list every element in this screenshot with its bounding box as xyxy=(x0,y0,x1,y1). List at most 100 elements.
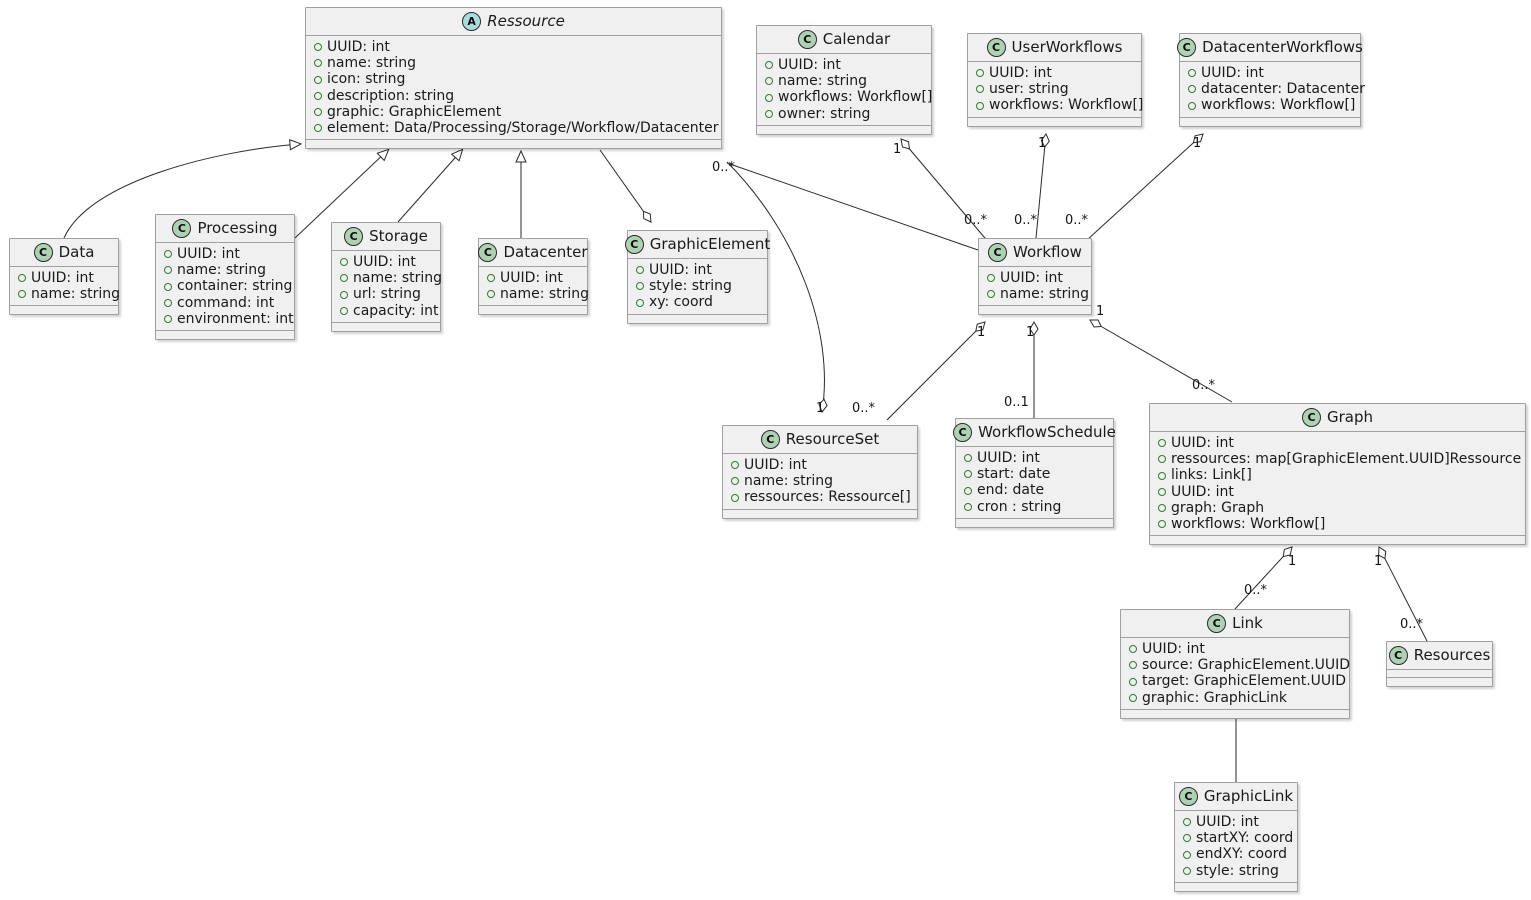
edge-multiplicity-workflow-graph-1: 1 xyxy=(1096,304,1105,319)
class-icon: C xyxy=(1178,787,1198,806)
class-icon: C xyxy=(478,243,498,262)
class-attribute: description: string xyxy=(314,88,715,104)
class-attribute: workflows: Workflow[] xyxy=(976,97,1143,113)
class-attribute: UUID: int xyxy=(964,450,1107,466)
public-visibility-icon xyxy=(1188,101,1196,110)
class-attribute: endXY: coord xyxy=(1183,846,1291,862)
class-name-ressource: Ressource xyxy=(487,12,565,30)
class-attribute-label: startXY: coord xyxy=(1196,830,1294,847)
public-visibility-icon xyxy=(1183,834,1191,843)
class-name-datacenterworkflows: DatacenterWorkflows xyxy=(1202,38,1363,56)
class-methods-resources xyxy=(1387,677,1492,686)
public-visibility-icon xyxy=(314,43,322,52)
class-attribute-label: UUID: int xyxy=(1171,435,1234,451)
public-visibility-icon xyxy=(964,486,972,495)
class-attribute: name: string xyxy=(340,270,442,286)
class-attribute: xy: coord xyxy=(636,294,761,310)
class-attribute: UUID: int xyxy=(340,254,434,270)
class-attribute-label: UUID: int xyxy=(989,65,1052,81)
class-attribute: UUID: int xyxy=(18,270,112,286)
class-attribute-label: name: string xyxy=(778,73,868,90)
class-icon: C xyxy=(1207,614,1227,633)
class-attribute-label: icon: string xyxy=(327,71,406,88)
class-attribute: ressources: map[GraphicElement.UUID]Ress… xyxy=(1158,451,1521,467)
class-attribute-label: name: string xyxy=(1000,286,1090,303)
class-attribute: cron : string xyxy=(964,499,1107,515)
class-attribute-label: capacity: int xyxy=(353,302,439,319)
edge-graph-link xyxy=(1234,546,1293,610)
class-attribute: name: string xyxy=(987,286,1089,302)
class-attribute: container: string xyxy=(164,278,292,294)
class-attribute-label: workflows: Workflow[] xyxy=(989,97,1144,114)
class-attribute-label: command: int xyxy=(177,294,275,311)
public-visibility-icon xyxy=(1188,69,1196,78)
class-methods-graphiclink xyxy=(1175,881,1297,891)
class-attribute-label: owner: string xyxy=(778,105,871,122)
public-visibility-icon xyxy=(164,314,172,323)
class-icon: C xyxy=(1177,38,1197,57)
public-visibility-icon xyxy=(1158,520,1166,529)
class-methods-userworkflows xyxy=(968,116,1141,126)
class-attribute-label: end: date xyxy=(977,482,1045,499)
class-name-resources: Resources xyxy=(1413,646,1491,664)
class-attribute-label: name: string xyxy=(500,286,590,303)
class-attribute-label: UUID: int xyxy=(31,270,94,286)
class-attribute: UUID: int xyxy=(1129,641,1343,657)
public-visibility-icon xyxy=(1158,471,1166,480)
class-attribute: url: string xyxy=(340,286,434,302)
class-name-graphiclink: GraphicLink xyxy=(1203,787,1294,805)
class-name-datacenter: Datacenter xyxy=(503,243,588,261)
class-attribute: startXY: coord xyxy=(1183,830,1294,847)
class-attribute: UUID: int xyxy=(987,270,1085,286)
public-visibility-icon xyxy=(976,101,984,110)
public-visibility-icon xyxy=(1183,850,1191,859)
class-methods-data xyxy=(10,305,118,315)
class-attribute-label: start: date xyxy=(977,466,1051,483)
class-attribute-label: datacenter: Datacenter xyxy=(1201,81,1365,98)
public-visibility-icon xyxy=(18,290,26,299)
edge-multiplicity-userworkflows-workflow-0n: 0..* xyxy=(1014,213,1038,228)
class-attribute: UUID: int xyxy=(1158,484,1519,500)
public-visibility-icon xyxy=(765,109,773,118)
class-attribute-label: name: string xyxy=(177,262,267,279)
public-visibility-icon xyxy=(987,274,995,283)
class-icon: C xyxy=(344,227,364,246)
class-icon: C xyxy=(988,243,1008,262)
public-visibility-icon xyxy=(976,69,984,78)
class-attribute: UUID: int xyxy=(314,39,715,55)
class-attribute: graph: Graph xyxy=(1158,500,1519,516)
class-methods-workflow xyxy=(979,305,1091,315)
class-methods-ressource xyxy=(306,139,721,149)
class-methods-graphicelement xyxy=(628,313,767,323)
class-attribute-label: element: Data/Processing/Storage/Workflo… xyxy=(327,120,719,137)
class-attribute-label: UUID: int xyxy=(177,246,240,262)
class-attribute-label: UUID: int xyxy=(353,254,416,270)
class-attribute: graphic: GraphicLink xyxy=(1129,690,1343,706)
edge-multiplicity-ressource-resourceset-1: 1 xyxy=(816,401,825,416)
public-visibility-icon xyxy=(1158,455,1166,464)
class-attribute-label: links: Link[] xyxy=(1171,467,1252,484)
